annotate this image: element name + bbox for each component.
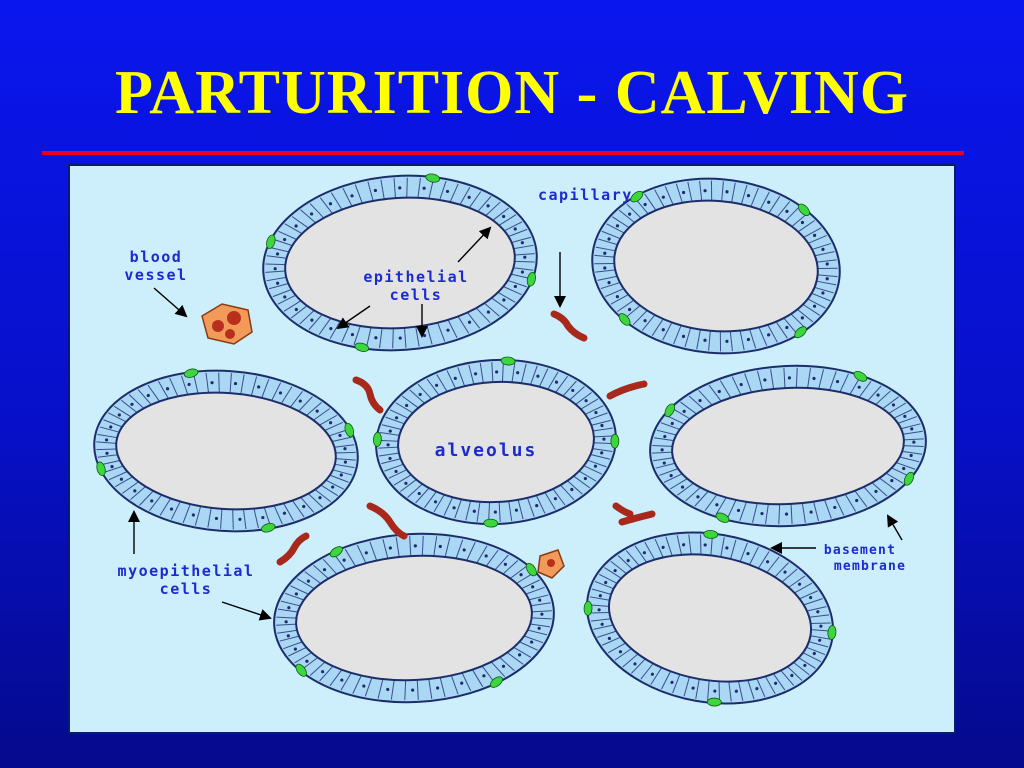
capillary-segment [352,376,384,414]
alveolus-bottom-right [583,529,837,707]
capillary-label: capillary [538,186,633,204]
capillary-segment [366,502,408,540]
myoepithelial-cells-label-line2: cells [160,580,213,598]
alveolus-label: alveolus [435,440,538,461]
capillary-segment [276,532,310,566]
alveoli-diagram-canvas: capillary blood vessel epithelial cells … [93,173,927,707]
alveoli-group [93,173,927,707]
basement-membrane-label-line1: basement [824,543,896,558]
epithelial-cells-label-line1: epithelial [363,268,468,286]
slide-title: PARTURITION - CALVING [115,59,909,127]
alveoli-diagram: capillary blood vessel epithelial cells … [68,164,956,734]
capillary-segment [606,380,648,400]
alveolus-middle-right [649,364,927,528]
alveolus-top-center [262,173,538,352]
capillaries-group [276,310,656,566]
blood-vessel-label-line2: vessel [124,266,187,284]
epithelial-cells-label-line2: cells [390,286,443,304]
capillary-segment [550,310,588,342]
title-underline [42,151,964,155]
basement-membrane-label-line2: membrane [834,559,906,574]
alveolus-top-right [591,177,841,355]
capillary-segment [612,502,634,518]
alveolus-center [372,356,620,528]
annotation-arrows [128,226,903,621]
blood-vessel-label-line1: blood [130,248,183,266]
capillary-segment [618,510,656,526]
alveolus-middle-left [93,368,359,533]
myoepithelial-cells-label-line1: myoepithelial [118,562,255,580]
blood-vessel-small [537,549,565,579]
blood-vessel [201,303,253,345]
alveolus-bottom-center [273,532,555,704]
